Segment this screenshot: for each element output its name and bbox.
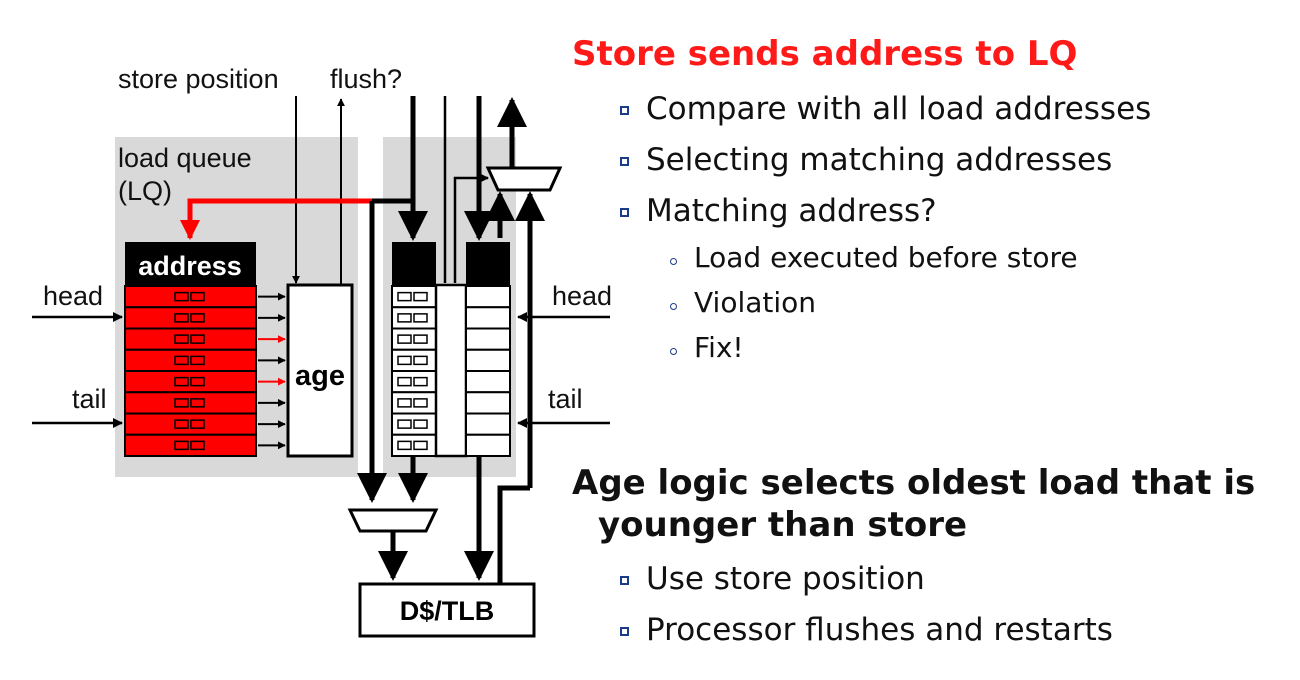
- bottom-mux: [347, 508, 439, 533]
- square-bullet-icon: [620, 208, 629, 217]
- dcache-tlb-box: [358, 582, 536, 638]
- rq-data-entry: [465, 285, 511, 309]
- rq-data-header: [466, 242, 510, 286]
- rq-address-bits-mark: [413, 291, 428, 302]
- circle-bullet-icon: [670, 348, 677, 355]
- heading-store-sends-address: Store sends address to LQ: [572, 34, 1078, 74]
- thin-feedback-line: [453, 173, 489, 283]
- rq-address-bits-mark: [413, 376, 428, 387]
- lq-abbrev-label: (LQ): [118, 176, 172, 206]
- address-bits-mark: [190, 313, 205, 323]
- rq-address-bits-mark: [413, 398, 428, 408]
- bullets-store-sends: Compare with all load addresses Selectin…: [620, 88, 1151, 241]
- address-bits-mark: [174, 398, 189, 408]
- circle-bullet-icon: [670, 258, 677, 265]
- address-bits-mark: [190, 355, 205, 366]
- head-right-label: head: [552, 281, 612, 311]
- bullet-text: Selecting matching addresses: [646, 142, 1113, 178]
- rq-data-entry: [465, 370, 511, 394]
- address-bits-mark: [174, 313, 189, 323]
- rq-address-bits-mark: [397, 334, 412, 344]
- store-position-label: store position: [118, 64, 279, 94]
- bullet-item: Matching address?: [620, 190, 1151, 241]
- lq-diagram: store position flush? load queue (LQ) ad…: [32, 64, 612, 638]
- address-bits-mark: [174, 334, 189, 344]
- rq-data-entry: [465, 306, 511, 330]
- bullet-text: Matching address?: [646, 193, 937, 229]
- rq-address-bits-mark: [413, 313, 428, 323]
- address-bits-mark: [174, 291, 189, 302]
- sub-bullets-matching: Load executed before store Violation Fix…: [668, 238, 1078, 373]
- dcache-tlb-label: D$/TLB: [400, 596, 495, 626]
- rq-address-bits-mark: [397, 398, 412, 408]
- store-address-red-arrow: [180, 198, 383, 240]
- rq-data-entry: [465, 327, 511, 351]
- square-bullet-icon: [620, 106, 629, 115]
- address-bits-mark: [190, 376, 205, 387]
- address-entries: [124, 285, 286, 457]
- rq-address-bits-mark: [397, 291, 412, 302]
- rq-address-bits-mark: [397, 313, 412, 323]
- rq-addr-entries: [391, 285, 437, 457]
- rq-address-bits-mark: [413, 355, 428, 366]
- age-block: [286, 283, 354, 458]
- address-bits-mark: [190, 334, 205, 344]
- rq-address-bits-mark: [413, 440, 428, 451]
- address-label: address: [138, 251, 242, 281]
- rq-address-bits-mark: [413, 419, 428, 429]
- sub-bullet-item: Violation: [668, 283, 1078, 328]
- bullet-item: Compare with all load addresses: [620, 88, 1151, 139]
- bullet-item: Use store position: [620, 558, 1113, 609]
- rq-data-entries: [465, 285, 511, 457]
- rq-addr-header: [392, 242, 436, 286]
- head-left-label: head: [43, 281, 103, 311]
- sub-bullet-item: Load executed before store: [668, 238, 1078, 283]
- heading-age-logic: Age logic selects oldest load that is yo…: [572, 463, 1256, 545]
- rq-data-entry: [465, 391, 511, 415]
- sub-bullet-text: Load executed before store: [694, 241, 1078, 274]
- bullets-age-logic: Use store position Processor flushes and…: [620, 558, 1113, 660]
- bullet-item: Selecting matching addresses: [620, 139, 1151, 190]
- sub-bullet-item: Fix!: [668, 328, 1078, 373]
- load-queue-label: load queue: [118, 143, 252, 173]
- rq-data-entry: [465, 348, 511, 372]
- bullet-text: Use store position: [646, 561, 925, 597]
- rq-address-bits-mark: [413, 334, 428, 344]
- bullet-item: Processor flushes and restarts: [620, 609, 1113, 660]
- sub-bullet-text: Violation: [694, 286, 817, 319]
- rq-data-entry: [465, 433, 511, 457]
- bullet-text: Processor flushes and restarts: [646, 612, 1113, 648]
- address-header: [125, 242, 256, 286]
- address-bits-mark: [190, 291, 205, 302]
- address-bits-mark: [174, 376, 189, 387]
- tail-right-label: tail: [548, 384, 583, 414]
- rq-address-bits-mark: [397, 376, 412, 387]
- address-bits-mark: [174, 440, 189, 451]
- rq-address-bits-mark: [397, 440, 412, 451]
- circle-bullet-icon: [670, 303, 677, 310]
- age-label: age: [295, 360, 345, 392]
- square-bullet-icon: [620, 576, 629, 585]
- rq-address-bits-mark: [397, 355, 412, 366]
- flush-label: flush?: [330, 64, 402, 94]
- address-bits-mark: [174, 355, 189, 366]
- address-bits-mark: [190, 398, 205, 408]
- top-mux: [485, 166, 563, 192]
- bullet-text: Compare with all load addresses: [646, 91, 1152, 127]
- rq-address-bits-mark: [397, 419, 412, 429]
- dcache-to-top-mux: [497, 485, 530, 584]
- square-bullet-icon: [620, 157, 629, 166]
- address-bits-mark: [190, 440, 205, 451]
- rq-mid-column: [434, 283, 468, 458]
- address-bits-mark: [174, 419, 189, 429]
- address-bits-mark: [190, 419, 205, 429]
- rq-data-entry: [465, 412, 511, 436]
- sub-bullet-text: Fix!: [694, 331, 744, 364]
- square-bullet-icon: [620, 627, 629, 636]
- tail-left-label: tail: [72, 384, 107, 414]
